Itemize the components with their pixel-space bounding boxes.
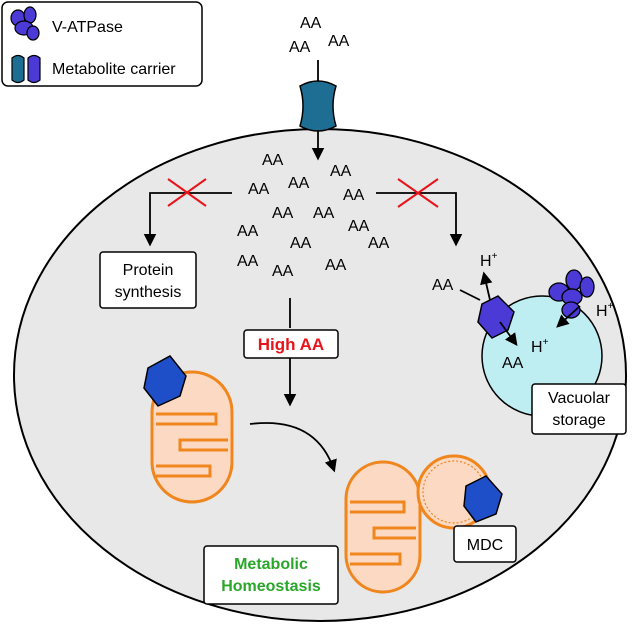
metabolic-homeostasis-label-2: Homeostasis bbox=[221, 578, 321, 595]
svg-text:AA: AA bbox=[368, 235, 390, 252]
svg-text:AA: AA bbox=[248, 181, 270, 198]
aa-outside-1: AA bbox=[300, 15, 322, 32]
metabolic-homeostasis-label-1: Metabolic bbox=[234, 556, 308, 573]
legend-v-atpase-label: V-ATPase bbox=[52, 19, 123, 36]
aa-vacuole-stored: AA bbox=[502, 355, 524, 372]
metabolite-carrier-icon bbox=[11, 54, 41, 84]
svg-text:AA: AA bbox=[237, 223, 259, 240]
svg-text:AA: AA bbox=[262, 152, 284, 169]
high-aa-box bbox=[243, 329, 339, 359]
high-aa-label: High AA bbox=[258, 335, 324, 354]
curved-arrow bbox=[249, 422, 337, 473]
protein-synthesis-label-1: Protein bbox=[123, 262, 174, 279]
vacuolar-storage-label-2: storage bbox=[552, 412, 605, 429]
svg-text:AA: AA bbox=[288, 175, 310, 192]
mdc-label: MDC bbox=[467, 537, 503, 554]
aa-in-line bbox=[459, 289, 481, 301]
aa-outside-2: AA bbox=[289, 39, 311, 56]
svg-text:AA: AA bbox=[348, 218, 370, 235]
v-atpase-icon bbox=[10, 6, 40, 41]
mitochondrion-right bbox=[344, 460, 422, 594]
svg-text:AA: AA bbox=[313, 205, 335, 222]
h-plus-pump-arrow bbox=[556, 305, 581, 328]
mdc-box bbox=[453, 525, 517, 563]
block-x-right bbox=[397, 178, 439, 208]
mdc-carrier-left-icon bbox=[143, 355, 187, 407]
h-plus-in-label: H+ bbox=[531, 337, 549, 356]
metabolic-homeostasis-box bbox=[203, 545, 339, 605]
h-plus-cyto-label: H+ bbox=[596, 301, 614, 320]
vacuolar-storage-box bbox=[531, 383, 627, 435]
block-x-left bbox=[167, 178, 207, 207]
protein-synthesis-box bbox=[99, 251, 197, 309]
metabolite-carrier-membrane bbox=[299, 80, 337, 132]
svg-text:AA: AA bbox=[272, 263, 294, 280]
svg-text:AA: AA bbox=[290, 235, 312, 252]
svg-text:AA: AA bbox=[237, 253, 259, 270]
aa-in-arrow bbox=[499, 321, 518, 347]
h-plus-out-arrow bbox=[480, 271, 493, 301]
protein-synthesis-label-2: synthesis bbox=[115, 284, 182, 301]
vacuole-arrow bbox=[376, 192, 463, 247]
legend-carrier-label: Metabolite carrier bbox=[52, 61, 176, 78]
v-atpase-vacuole bbox=[548, 269, 595, 319]
mitochondrion-left bbox=[150, 370, 234, 504]
aa-cluster: AA AA AA AA AA AA AA AA AA AA AA AA AA A… bbox=[237, 152, 390, 280]
svg-text:AA: AA bbox=[343, 187, 365, 204]
aa-outside-3: AA bbox=[328, 33, 350, 50]
vacuolar-storage-label-1: Vacuolar bbox=[548, 390, 611, 407]
mdc-carrier-icon bbox=[463, 475, 503, 523]
svg-text:AA: AA bbox=[330, 163, 352, 180]
svg-text:AA: AA bbox=[272, 205, 294, 222]
svg-text:AA: AA bbox=[325, 257, 347, 274]
protein-synthesis-arrow bbox=[143, 192, 232, 247]
h-plus-out-label: H+ bbox=[480, 251, 498, 270]
aa-vacuole-in: AA bbox=[432, 277, 454, 294]
legend: V-ATPase Metabolite carrier bbox=[1, 1, 203, 87]
